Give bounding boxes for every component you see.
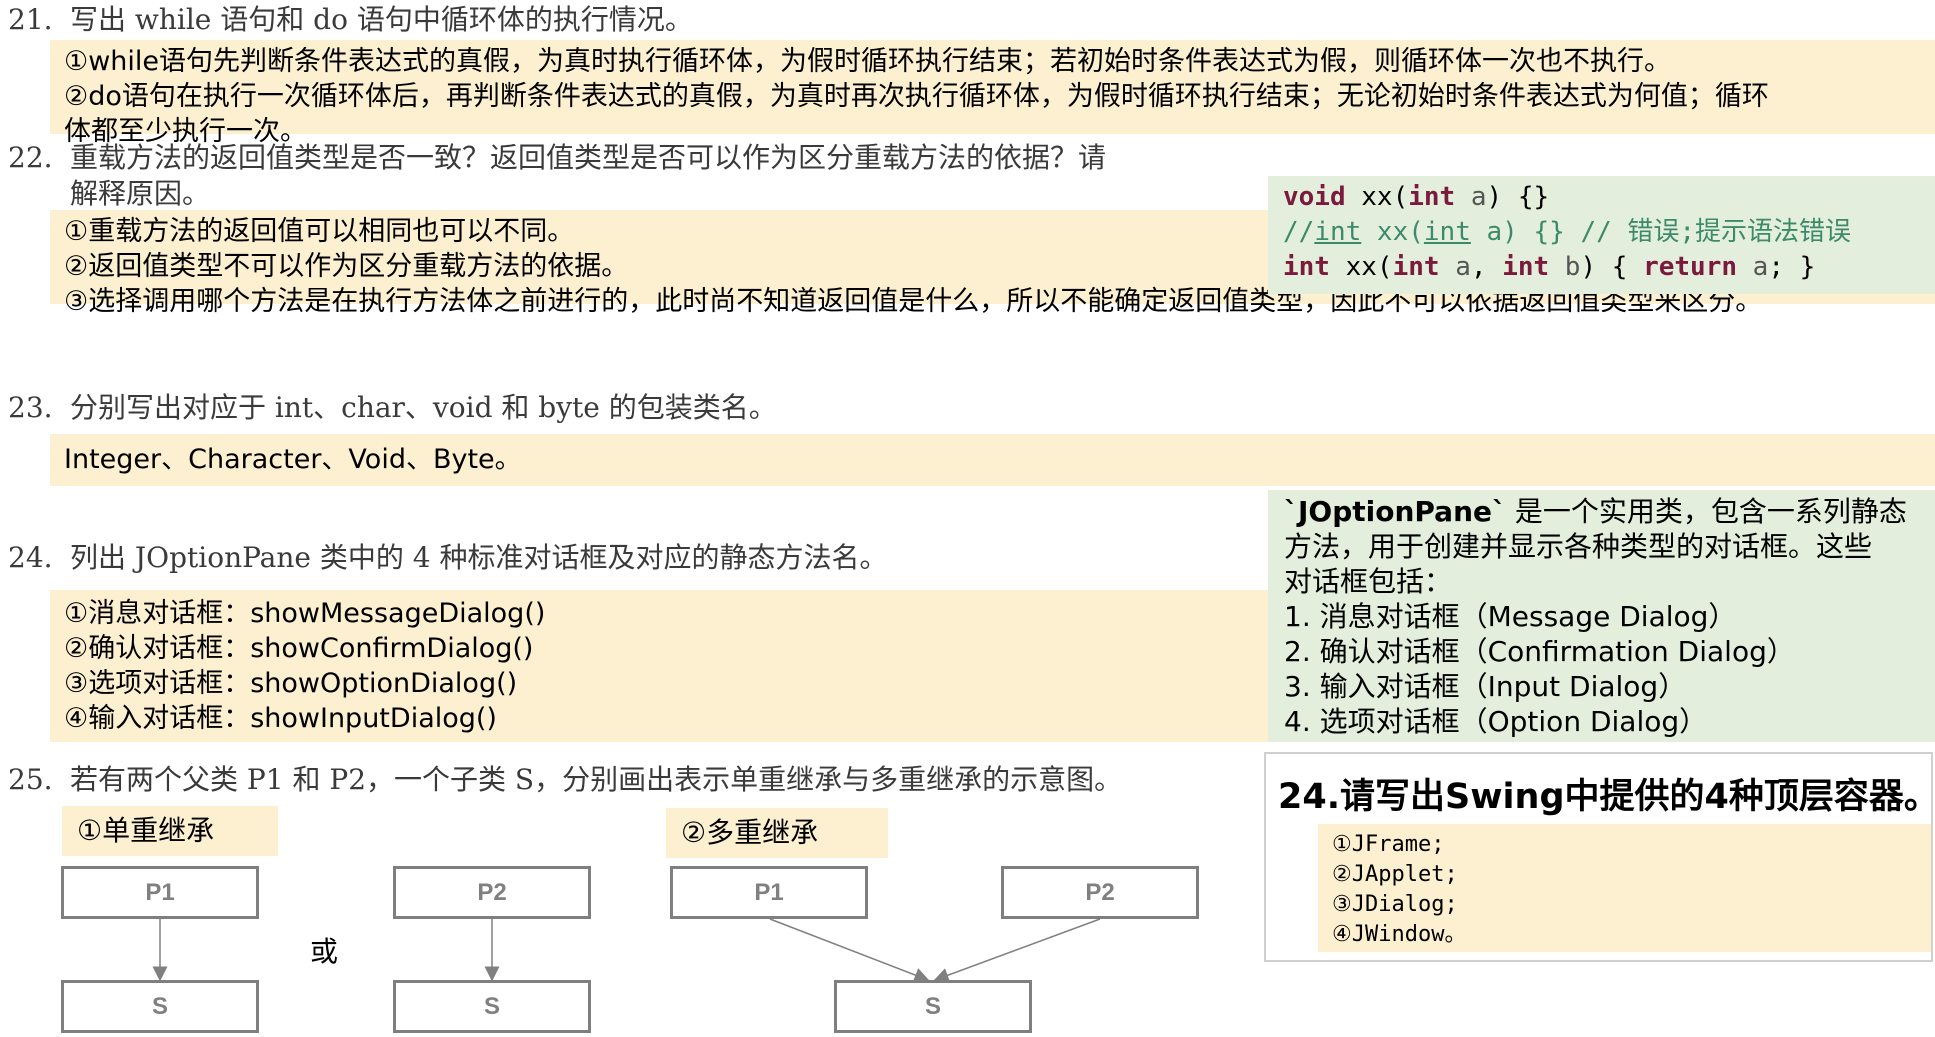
single-s-box-1: S (61, 980, 259, 1033)
note-item-1: 1. 消息对话框（Message Dialog） (1284, 600, 1737, 633)
q22-answer-line-2: ②返回值类型不可以作为区分重载方法的依据。 (64, 251, 629, 282)
note-line-1: `JOptionPane` 是一个实用类，包含一系列静态 (1284, 495, 1907, 528)
q23-number: 23. (8, 391, 53, 424)
single-p2-box: P2 (393, 866, 591, 919)
swing-title: 24.请写出Swing中提供的4种顶层容器。 (1278, 777, 1935, 817)
q25-question: 25. 若有两个父类 P1 和 P2，一个子类 S，分别画出表示单重继承与多重继承… (8, 762, 1122, 798)
code-line-3: int xx(int a, int b) { return a; } (1283, 252, 1816, 282)
q24-answer-line-1: ①消息对话框：showMessageDialog() (64, 598, 546, 629)
code-line-2: //int xx(int a) {} // 错误;提示语法错误 (1283, 217, 1852, 247)
multiple-inheritance-label: ②多重继承 (666, 808, 888, 858)
q22-question: 22. 重载方法的返回值类型是否一致？返回值类型是否可以作为区分重载方法的依据？请… (8, 140, 1106, 212)
q22-code-block: void xx(int a) {} //int xx(int a) {} // 错… (1268, 176, 1935, 294)
q24-answer-line-3: ③选项对话框：showOptionDialog() (64, 668, 518, 699)
q21-question: 21. 写出 while 语句和 do 语句中循环体的执行情况。 (8, 2, 693, 38)
or-label: 或 (310, 935, 339, 968)
q24-answer: ①消息对话框：showMessageDialog() ②确认对话框：showCo… (50, 590, 1268, 742)
note-item-4: 4. 选项对话框（Option Dialog） (1284, 705, 1708, 738)
q24-question: 24. 列出 JOptionPane 类中的 4 种标准对话框及对应的静态方法名。 (8, 540, 888, 576)
q21-text: 写出 while 语句和 do 语句中循环体的执行情况。 (70, 3, 693, 36)
q22-text-line-2: 解释原因。 (70, 177, 211, 210)
q21-answer-line-3: 体都至少执行一次。 (64, 116, 307, 147)
q23-text: 分别写出对应于 int、char、void 和 byte 的包装类名。 (70, 391, 777, 424)
swing-list: ①JFrame; ②JApplet; ③JDialog; ④JWindow。 (1318, 824, 1931, 952)
note-item-2: 2. 确认对话框（Confirmation Dialog） (1284, 635, 1795, 668)
swing-item-4: ④JWindow。 (1332, 922, 1467, 947)
swing-item-2: ②JApplet; (1332, 862, 1458, 887)
multi-s-box: S (834, 980, 1032, 1033)
q22-text-line-1: 重载方法的返回值类型是否一致？返回值类型是否可以作为区分重载方法的依据？请 (70, 141, 1107, 174)
q25-text: 若有两个父类 P1 和 P2，一个子类 S，分别画出表示单重继承与多重继承的示意… (70, 763, 1123, 796)
q24-number: 24. (8, 541, 53, 574)
code-line-1: void xx(int a) {} (1283, 182, 1550, 212)
multi-p1-to-s-arrow (769, 918, 930, 983)
swing-item-1: ①JFrame; (1332, 832, 1445, 857)
q21-answer: ①while语句先判断条件表达式的真假，为真时执行循环体，为假时循环执行结束；若… (50, 40, 1935, 147)
multi-p1-box: P1 (670, 866, 868, 919)
joptionpane-note: `JOptionPane` 是一个实用类，包含一系列静态 方法，用于创建并显示各… (1268, 490, 1935, 742)
single-p1-box: P1 (61, 866, 259, 919)
q24-text: 列出 JOptionPane 类中的 4 种标准对话框及对应的静态方法名。 (70, 541, 888, 574)
multi-p2-to-s-arrow (933, 918, 1101, 983)
q21-number: 21. (8, 3, 53, 36)
single-s-box-2: S (393, 980, 591, 1033)
q25-number: 25. (8, 763, 53, 796)
q23-answer: Integer、Character、Void、Byte。 (50, 434, 1935, 486)
q23-answer-line: Integer、Character、Void、Byte。 (64, 444, 522, 475)
q23-question: 23. 分别写出对应于 int、char、void 和 byte 的包装类名。 (8, 390, 777, 426)
single-inheritance-label: ①单重继承 (62, 806, 278, 856)
q21-answer-line-1: ①while语句先判断条件表达式的真假，为真时执行循环体，为假时循环执行结束；若… (64, 46, 1672, 77)
swing-item-3: ③JDialog; (1332, 892, 1458, 917)
note-item-3: 3. 输入对话框（Input Dialog） (1284, 670, 1687, 703)
q24-answer-line-4: ④输入对话框：showInputDialog() (64, 703, 497, 734)
q24-answer-line-2: ②确认对话框：showConfirmDialog() (64, 633, 534, 664)
note-line-3: 对话框包括： (1284, 565, 1453, 598)
note-line-2: 方法，用于创建并显示各种类型的对话框。这些 (1284, 530, 1873, 563)
q22-answer-line-1: ①重载方法的返回值可以相同也可以不同。 (64, 216, 575, 247)
multi-p2-box: P2 (1001, 866, 1199, 919)
q22-number: 22. (8, 141, 53, 174)
q21-answer-line-2: ②do语句在执行一次循环体后，再判断条件表达式的真假，为真时再次执行循环体，为假… (64, 81, 1769, 112)
swing-panel: 24.请写出Swing中提供的4种顶层容器。 ①JFrame; ②JApplet… (1264, 752, 1935, 962)
